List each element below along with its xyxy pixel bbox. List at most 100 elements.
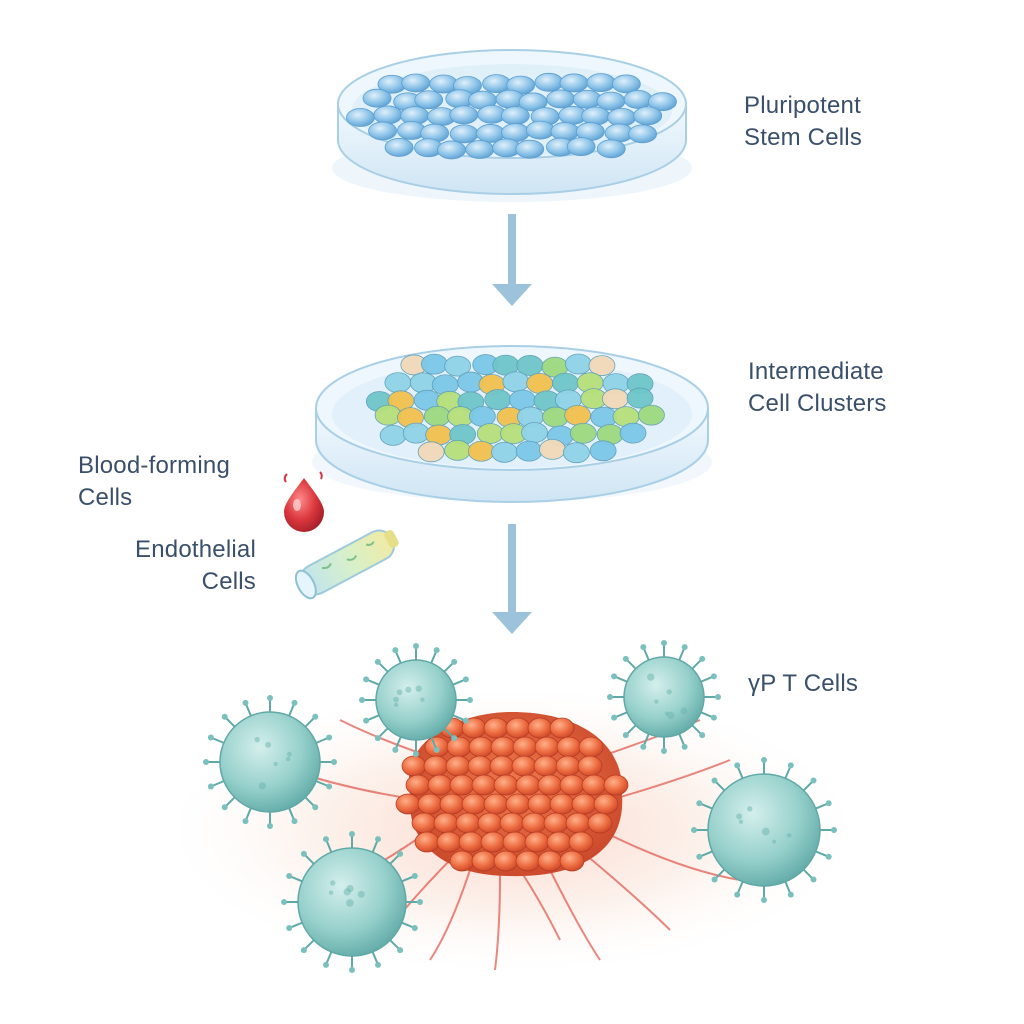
t-cell-icon xyxy=(281,831,423,973)
label-line: Cells xyxy=(201,568,256,595)
stem-cell xyxy=(500,106,530,126)
tumor-lobule xyxy=(571,793,597,815)
t-cell-icon xyxy=(203,695,337,829)
cluster-cell xyxy=(502,371,530,393)
stem-cell xyxy=(525,120,555,140)
label-t-cells: γP T Cells xyxy=(748,668,858,700)
stem-cell xyxy=(437,140,466,160)
tumor-lobule xyxy=(483,717,509,739)
arrow-down-icon xyxy=(492,214,532,306)
cluster-cell xyxy=(374,404,402,426)
cluster-cell xyxy=(402,422,430,444)
cluster-cell xyxy=(619,422,647,444)
stem-cell xyxy=(623,90,653,109)
tumor-lobule xyxy=(533,755,559,777)
vessel-tube-icon xyxy=(294,529,399,600)
cluster-cell xyxy=(526,373,554,394)
label-line: Pluripotent xyxy=(744,92,861,119)
arrow-down-icon xyxy=(492,524,532,634)
cluster-cell xyxy=(379,425,407,446)
tumor-lobule xyxy=(515,850,541,872)
tumor-lobule xyxy=(546,831,572,853)
cluster-cell xyxy=(626,387,654,409)
label-line: Stem Cells xyxy=(744,124,863,151)
stem-cell xyxy=(384,138,414,157)
stem-cell xyxy=(482,74,511,94)
stem-cell xyxy=(628,124,658,144)
tumor-lobule xyxy=(449,850,475,872)
cluster-cell xyxy=(476,423,504,444)
stem-cell xyxy=(607,107,637,127)
stem-cell xyxy=(611,74,641,94)
tumor-lobule xyxy=(493,850,519,872)
tumor-lobule xyxy=(593,793,619,815)
tumor-lobule xyxy=(512,736,538,758)
tumor-icon xyxy=(395,712,629,877)
stem-cell xyxy=(586,73,616,93)
stem-cell xyxy=(566,137,596,157)
label-blood-forming-cells: Blood-forming Cells xyxy=(78,450,230,514)
tumor-lobule xyxy=(537,850,563,872)
tumor-lobule xyxy=(445,755,471,777)
tumor-lobule xyxy=(565,812,591,834)
tumor-lobule xyxy=(471,774,497,796)
tumor-lobule xyxy=(505,793,531,815)
tumor-lobule xyxy=(511,755,537,777)
cluster-cell xyxy=(564,353,592,375)
t-cell-icon xyxy=(691,757,837,903)
cluster-cell xyxy=(420,353,448,375)
tumor-lobule xyxy=(537,774,563,796)
cluster-cell xyxy=(638,404,665,426)
tumor-lobule xyxy=(499,812,525,834)
tumor-lobule xyxy=(587,812,613,834)
tumor-lobule xyxy=(549,793,575,815)
tumor-lobule xyxy=(458,831,484,853)
cluster-cell xyxy=(491,441,518,463)
stem-cell-group xyxy=(346,72,677,160)
stem-cell xyxy=(581,106,611,126)
label-endothelial-cells: Endothelial Cells xyxy=(120,534,256,598)
tumor-lobule xyxy=(471,850,497,872)
stem-cell xyxy=(546,89,576,109)
cluster-cell xyxy=(444,439,471,461)
tumor-lobule xyxy=(449,774,475,796)
tumor-lobule xyxy=(414,831,440,853)
cluster-cell xyxy=(569,422,597,444)
cluster-cell xyxy=(444,355,472,377)
stem-cell xyxy=(362,88,392,108)
stem-cell xyxy=(414,90,444,110)
blood-vessel xyxy=(609,759,731,801)
tumor-lobule xyxy=(417,793,443,815)
tumor-lobule xyxy=(433,812,459,834)
tumor-lobule xyxy=(556,736,582,758)
blood-vessel xyxy=(549,869,601,961)
tumor-lobule xyxy=(568,831,594,853)
tumor-lobule xyxy=(490,736,516,758)
tumor-lobule xyxy=(468,736,494,758)
stem-cell xyxy=(368,121,397,141)
label-line: Intermediate xyxy=(748,358,884,385)
tumor-lobule xyxy=(581,774,607,796)
stem-cell xyxy=(648,92,677,112)
tumor-lobule xyxy=(483,793,509,815)
cluster-cell xyxy=(588,355,616,377)
tumor-lobule xyxy=(436,831,462,853)
tumor-lobule xyxy=(527,717,553,739)
stem-cell xyxy=(373,105,403,125)
stem-cell xyxy=(633,106,663,126)
stem-cell xyxy=(550,122,580,141)
tumor-lobule xyxy=(446,736,472,758)
tumor-lobule xyxy=(578,736,604,758)
stem-cell xyxy=(401,73,431,93)
stem-cell xyxy=(534,72,564,92)
tumor-lobule xyxy=(427,774,453,796)
tumor-lobule xyxy=(577,755,603,777)
tumor-lobule xyxy=(524,831,550,853)
blood-vessel xyxy=(429,869,471,961)
tumor-lobule xyxy=(559,774,585,796)
tumor-lobule xyxy=(505,717,531,739)
cluster-cell xyxy=(539,438,566,460)
blood-drop-icon xyxy=(283,471,324,532)
